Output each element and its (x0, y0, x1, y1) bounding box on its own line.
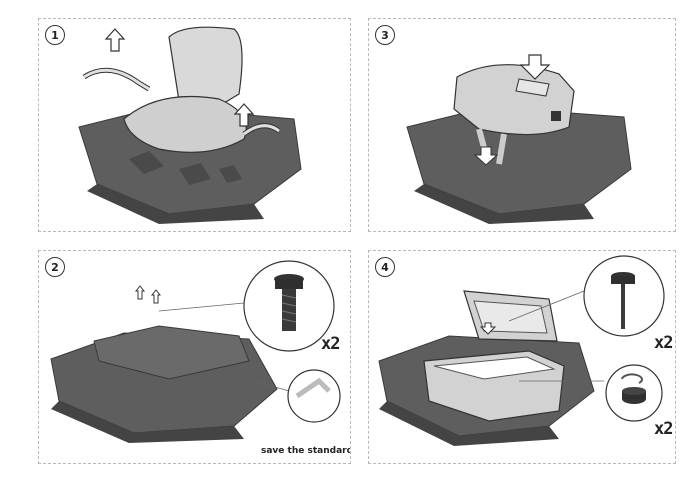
step-4-number: 4 (375, 257, 395, 277)
remove-seat-illustration (78, 26, 302, 224)
bolt-quantity: x2 (321, 334, 341, 354)
remove-bolts-illustration (50, 260, 341, 443)
rotate-arrow-icon (621, 373, 643, 384)
install-box-illustration (406, 54, 632, 224)
step-2-number: 2 (45, 257, 65, 277)
step-3-panel: 3 (368, 18, 676, 232)
step-2-panel: 2 x2 save the standard bolts (38, 250, 351, 464)
up-arrow-icon (104, 28, 126, 52)
save-bolts-note: save the standard bolts (261, 446, 351, 456)
knob-quantity: x2 (654, 419, 674, 439)
secure-box-illustration (378, 255, 665, 446)
up-arrow-icon (233, 103, 255, 127)
down-arrow-icon (519, 54, 551, 80)
step-1-number: 1 (45, 25, 65, 45)
step-4-panel: 4 x2 x2 (368, 250, 676, 464)
knob-screw-quantity: x2 (654, 333, 674, 353)
down-arrow-icon (473, 146, 499, 166)
up-arrow-icon (134, 285, 146, 300)
step-3-number: 3 (375, 25, 395, 45)
step-1-panel: 1 (38, 18, 351, 232)
up-arrow-icon (150, 289, 162, 304)
down-arrow-icon (479, 322, 497, 335)
